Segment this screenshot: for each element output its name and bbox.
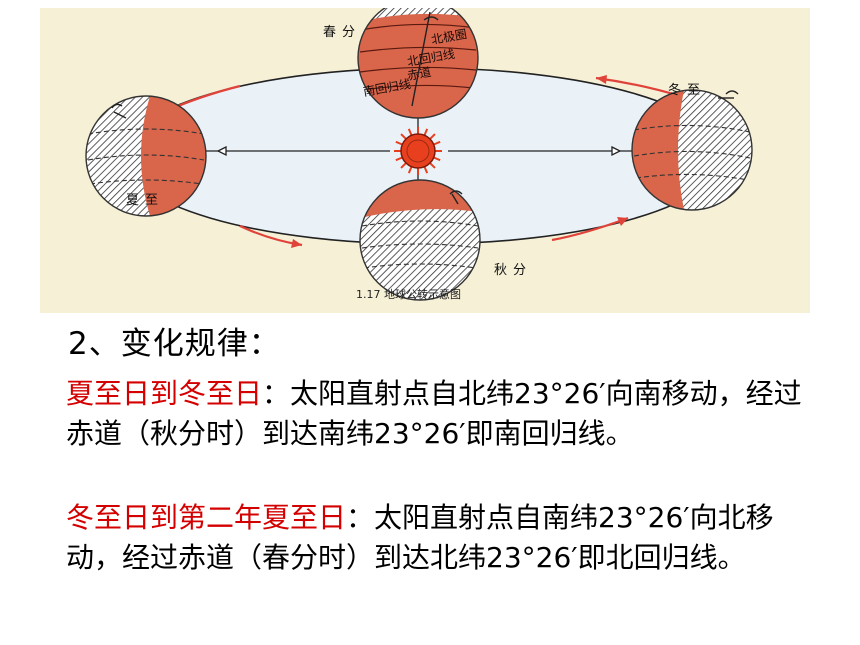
- earth-autumn-outline: [359, 179, 481, 301]
- sun-ray: [433, 140, 441, 146]
- label-summer-solstice: 夏至: [126, 193, 164, 208]
- earth-spring-outline: [357, 8, 479, 119]
- paragraph-winter-to-summer: 冬至日到第二年夏至日：太阳直射点自南纬23°26′向北移动，经过赤道（春分时）到…: [66, 498, 826, 578]
- summer-axis-icon: [111, 103, 127, 119]
- winter-to-summer-body: ：太阳直射点自南纬23°26′向北移动，经过赤道（春分时）到达北纬23°26′即…: [66, 501, 774, 574]
- sun-ray: [400, 133, 407, 140]
- sun-icon: [394, 127, 442, 175]
- summer-to-winter-body: ：太阳直射点自北纬23°26′向南移动，经过赤道（秋分时）到达南纬23°26′即…: [66, 377, 802, 450]
- winter-axis-icon: [718, 90, 739, 99]
- sun-ray: [400, 162, 407, 169]
- earth-summer-outline: [85, 95, 207, 217]
- figure-caption: 1.17 地球公转示意图: [356, 287, 461, 301]
- section-heading: 2、变化规律：: [68, 326, 281, 362]
- earth-winter-solstice: [632, 90, 752, 210]
- spring-axis-icon: [411, 11, 439, 107]
- winter-to-summer-title: 冬至日到第二年夏至日: [66, 501, 347, 534]
- paragraph-summer-to-winter: 夏至日到冬至日：太阳直射点自北纬23°26′向南移动，经过赤道（秋分时）到达南纬…: [66, 374, 826, 454]
- earth-spring-equinox: [358, 8, 478, 118]
- label-autumn-equinox: 秋分: [494, 263, 532, 278]
- sun-ray: [423, 128, 429, 136]
- autumn-axis-icon: [449, 190, 463, 205]
- label-equator: 赤道: [406, 65, 432, 83]
- summer-to-winter-title: 夏至日到冬至日: [66, 377, 263, 410]
- earth-autumn-equinox: [360, 180, 480, 300]
- sun-ray: [433, 156, 441, 162]
- label-arctic-circle: 北极圈: [430, 27, 468, 47]
- earth-summer-solstice: [86, 96, 206, 216]
- sun-ray: [407, 128, 413, 136]
- sun-ray: [407, 166, 413, 174]
- earth-winter-outline: [631, 89, 753, 211]
- label-spring-equinox: 春分: [323, 25, 361, 40]
- label-winter-solstice: 冬至: [668, 82, 706, 98]
- sun-ray: [395, 156, 403, 162]
- sun-ray: [395, 140, 403, 146]
- sun-ray: [429, 133, 436, 140]
- sun-ray: [423, 166, 429, 174]
- sun-ray: [429, 162, 436, 169]
- earth-revolution-diagram: 北极圈 北回归线 赤道 南回归线 春分 冬至 夏至: [40, 8, 810, 313]
